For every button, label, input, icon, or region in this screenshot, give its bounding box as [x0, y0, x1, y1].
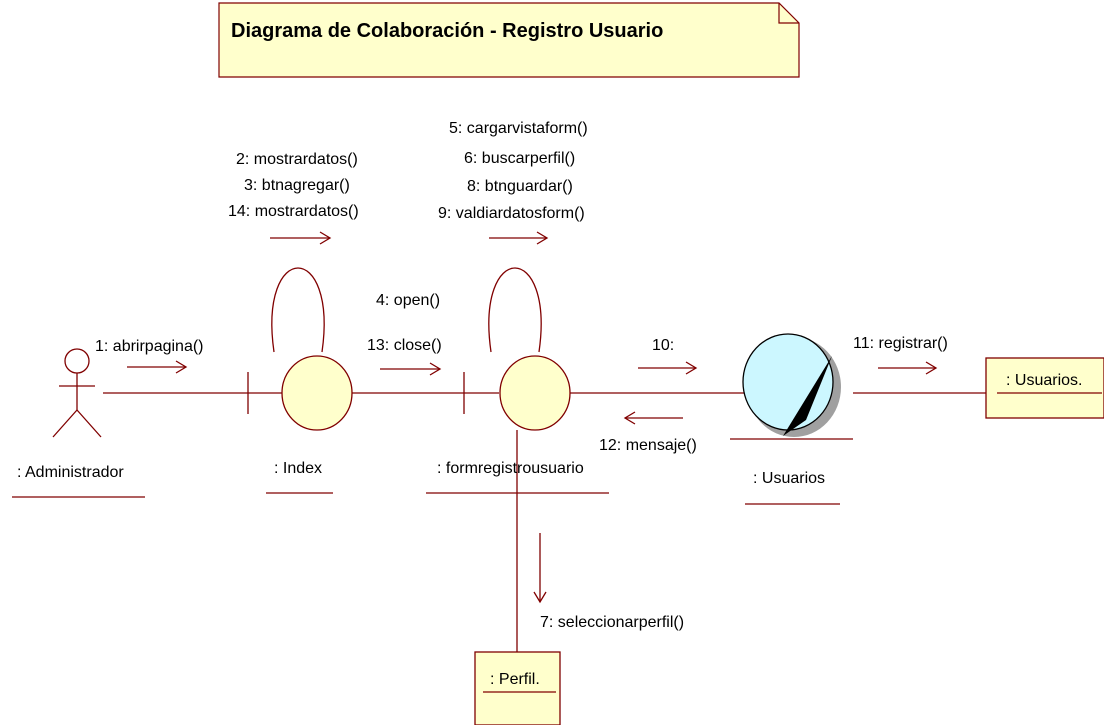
perfil-table-label: : Perfil.: [490, 671, 540, 688]
message-label-m6: 6: buscarperfil(): [464, 150, 575, 167]
usuarios-table-label: : Usuarios.: [1006, 372, 1082, 389]
message-label-m7: 7: seleccionarperfil(): [540, 614, 684, 631]
message-labels: 1: abrirpagina() 2: mostrardatos() 3: bt…: [95, 120, 948, 631]
boundary-formregistrousuario[interactable]: : formregistrousuario: [426, 355, 609, 494]
index-label: : Index: [274, 460, 322, 477]
arrow-m12: [623, 411, 683, 425]
message-label-m2: 2: mostrardatos(): [236, 151, 358, 168]
arrow-m1: [127, 360, 188, 374]
message-label-m10: 10:: [652, 337, 674, 354]
self-loop-index: [271, 267, 325, 353]
message-label-m1: 1: abrirpagina(): [95, 338, 204, 355]
boundary-icon: [463, 355, 571, 431]
message-label-m12: 12: mensaje(): [599, 437, 697, 454]
arrow-m5: [489, 231, 549, 245]
message-label-m11: 11: registrar(): [853, 335, 948, 352]
object-usuarios-table[interactable]: : Usuarios.: [985, 357, 1104, 419]
boundary-icon: [247, 355, 353, 431]
control-usuarios[interactable]: : Usuarios: [730, 333, 853, 505]
stick-figure-actor-icon: [52, 348, 102, 438]
message-label-m4: 4: open(): [376, 292, 440, 309]
message-label-m8: 8: btnguardar(): [467, 178, 573, 195]
arrow-m11: [878, 361, 938, 375]
message-label-m9: 9: valdiardatosform(): [438, 205, 585, 222]
actor-administrador[interactable]: : Administrador: [12, 348, 145, 498]
object-perfil-table[interactable]: : Perfil.: [474, 651, 561, 725]
message-arrows: [127, 231, 938, 604]
boundary-index[interactable]: : Index: [247, 355, 353, 494]
self-loop-form: [488, 267, 542, 353]
message-label-m5: 5: cargarvistaform(): [449, 120, 588, 137]
usuarios-control-label: : Usuarios: [753, 470, 825, 487]
actor-label: : Administrador: [17, 464, 124, 481]
control-icon: [742, 333, 841, 437]
arrow-m4: [380, 362, 442, 376]
form-label: : formregistrousuario: [437, 460, 584, 477]
arrow-m7: [533, 533, 547, 604]
message-label-m13: 13: close(): [367, 337, 442, 354]
message-label-m14: 14: mostrardatos(): [228, 203, 359, 220]
diagram-title: Diagrama de Colaboración - Registro Usua…: [231, 20, 663, 42]
link-lines: [103, 267, 986, 652]
title-note[interactable]: Diagrama de Colaboración - Registro Usua…: [218, 2, 800, 78]
message-label-m3: 3: btnagregar(): [244, 177, 350, 194]
arrow-m2: [270, 231, 332, 245]
arrow-m10: [638, 361, 698, 375]
